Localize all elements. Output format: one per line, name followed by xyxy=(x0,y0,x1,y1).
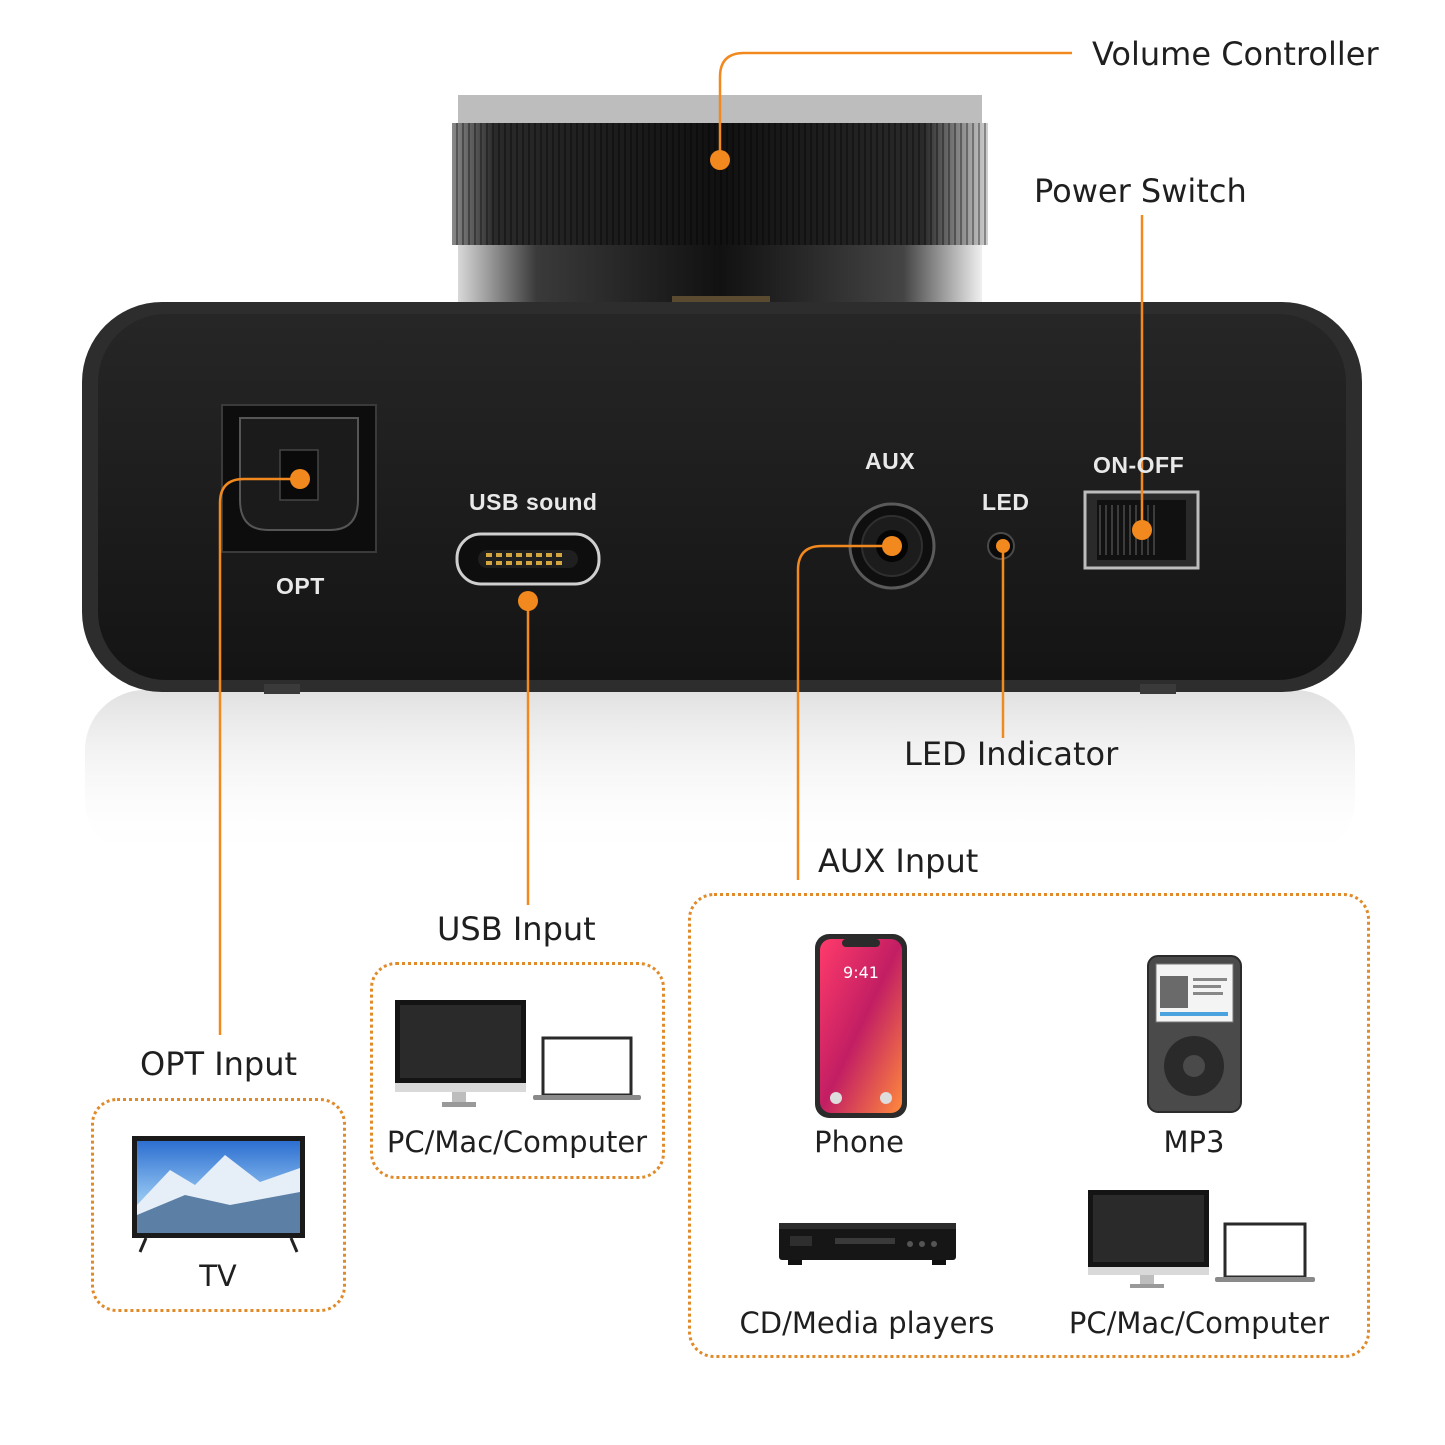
mp3-label: MP3 xyxy=(1163,1125,1225,1159)
callout-lines xyxy=(218,51,1144,1035)
device-reflection xyxy=(85,690,1355,860)
tv-label: TV xyxy=(199,1259,237,1293)
aux-computer-label: PC/Mac/Computer xyxy=(1068,1306,1330,1340)
usb-input-label: USB Input xyxy=(437,910,596,948)
phone-icon: 9:41 xyxy=(815,934,907,1118)
volume-controller-label: Volume Controller xyxy=(1092,35,1379,73)
panel-onoff-label: ON-OFF xyxy=(1093,452,1185,478)
phone-time: 9:41 xyxy=(843,963,879,982)
panel-aux-label: AUX xyxy=(865,448,916,474)
opt-input-label: OPT Input xyxy=(140,1045,298,1083)
device-body xyxy=(98,314,1346,680)
volume-leader-line xyxy=(718,51,1072,160)
aux-input-label: AUX Input xyxy=(818,842,979,880)
laptop-icon xyxy=(533,1036,641,1100)
tv-icon xyxy=(132,1136,305,1253)
monitor-icon-aux xyxy=(1088,1190,1209,1288)
aux-device-box xyxy=(688,893,1370,1358)
cd-media-label: CD/Media players xyxy=(739,1306,995,1340)
opt-leader-line xyxy=(218,477,300,1035)
aux-leader-line xyxy=(796,544,892,880)
panel-usb-label: USB sound xyxy=(469,489,598,515)
phone-label: Phone xyxy=(814,1125,904,1159)
cd-player-icon xyxy=(779,1223,956,1265)
power-switch-icon xyxy=(1083,490,1200,570)
monitor-icon xyxy=(395,1000,526,1107)
volume-knob-icon xyxy=(452,95,988,308)
panel-opt-label: OPT xyxy=(276,573,325,599)
power-switch-label: Power Switch xyxy=(1034,172,1247,210)
usb-c-port-icon xyxy=(455,532,601,586)
usb-computer-label: PC/Mac/Computer xyxy=(386,1125,648,1159)
mp3-player-icon xyxy=(1147,955,1242,1113)
panel-led-label: LED xyxy=(982,489,1030,515)
led-indicator-label: LED Indicator xyxy=(904,735,1119,773)
usb-device-box xyxy=(370,962,665,1179)
laptop-icon-aux xyxy=(1215,1222,1315,1282)
opt-device-box xyxy=(91,1098,346,1312)
optical-port-icon xyxy=(221,404,377,553)
callout-dots xyxy=(290,150,1152,611)
